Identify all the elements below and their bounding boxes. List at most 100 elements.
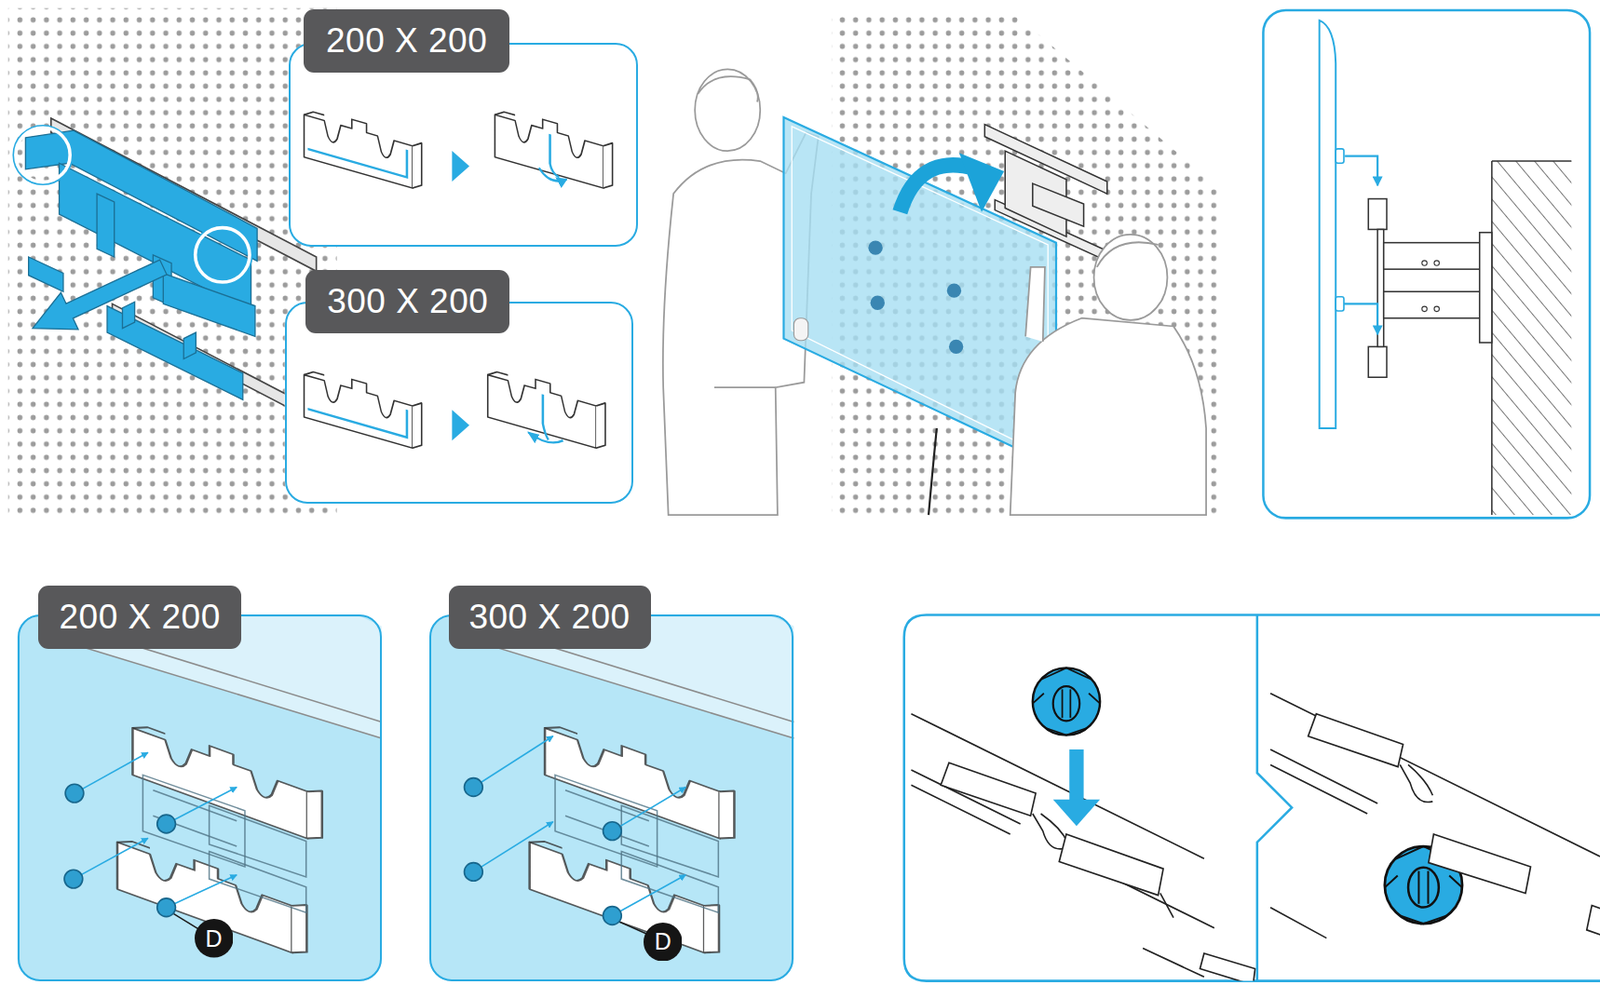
dotted-wall	[8, 8, 1221, 519]
nut-part	[65, 784, 84, 803]
callout-leader	[619, 922, 648, 935]
detail-panel	[1428, 834, 1532, 895]
side-view-panel	[1383, 243, 1482, 270]
bracket-outline	[117, 718, 734, 959]
mount-bracket	[122, 301, 135, 328]
side-view-panel	[1422, 260, 1427, 266]
highlight-circle	[194, 227, 250, 283]
detail-panel	[1586, 906, 1600, 950]
callout-circle: D	[643, 922, 683, 963]
side-view-panel	[1262, 10, 1590, 518]
detail-panel	[1408, 764, 1433, 796]
tv-panel	[867, 240, 882, 255]
installer-figure	[697, 76, 758, 102]
detail-panel	[1160, 893, 1174, 918]
motion-arrow	[899, 164, 975, 212]
hook-detail	[304, 366, 422, 451]
detail-panel	[1270, 693, 1600, 939]
detail-panel	[1032, 667, 1100, 735]
detail-panel	[904, 614, 1600, 985]
hook-detail	[494, 105, 612, 190]
highlight-circle	[13, 125, 252, 285]
size-heading: 300 X 200	[448, 585, 651, 650]
side-view-panel	[1434, 306, 1439, 312]
nut-part	[464, 863, 484, 882]
detail-panel	[1032, 667, 1100, 735]
hook-detail	[451, 150, 470, 182]
cable	[928, 428, 937, 516]
leader-line	[73, 838, 149, 880]
leader-line	[166, 787, 238, 825]
detail-panel	[1053, 800, 1100, 827]
callout-leader	[173, 913, 200, 931]
side-view-panel	[1368, 346, 1387, 378]
leader-line	[611, 787, 686, 832]
leader-line	[166, 875, 238, 909]
nut-part	[157, 814, 177, 834]
tv-panel	[791, 126, 1048, 458]
nut-part	[157, 898, 177, 918]
nut-part	[603, 907, 623, 926]
hook-detail	[307, 121, 407, 177]
bracket-outline	[529, 718, 735, 959]
installer-figure	[1097, 242, 1159, 268]
panel-background	[284, 42, 638, 504]
mount-bracket	[59, 162, 252, 312]
hook-detail	[307, 381, 407, 438]
step-panel: 300 X 200D	[429, 614, 794, 981]
mount-bracket	[25, 130, 258, 400]
hook-detail	[550, 134, 560, 177]
panel-background	[288, 42, 638, 247]
leader-line	[611, 875, 686, 917]
callout-circle-shape	[194, 919, 234, 959]
side-view-panel	[1422, 260, 1440, 312]
side-view-panel	[1335, 297, 1344, 312]
step-panel: 200 X 200D	[17, 614, 382, 981]
detail-panel	[1308, 714, 1404, 768]
side-view-panel	[1368, 199, 1492, 379]
detail-panel	[910, 693, 1600, 982]
installer-figure	[1025, 267, 1045, 342]
side-view-panel	[1262, 10, 1590, 518]
tv-panel	[793, 318, 808, 341]
hook-detail	[539, 167, 568, 184]
size-heading: 200 X 200	[303, 9, 510, 73]
hook-detail	[451, 409, 470, 441]
installer-figure	[1094, 234, 1168, 321]
highlight-circle	[13, 125, 73, 186]
hook-detail	[304, 366, 422, 451]
detail-panel	[1069, 749, 1084, 803]
side-view-panel	[1368, 199, 1387, 231]
installer-figure	[1010, 318, 1207, 516]
side-view-panel	[1344, 156, 1378, 187]
hook-detail	[488, 366, 606, 451]
mount-bracket	[162, 273, 256, 338]
mount-bracket	[28, 257, 64, 292]
mount-bracket	[183, 332, 196, 359]
side-view-panel	[1383, 291, 1482, 318]
detail-panel	[1257, 614, 1292, 981]
mount-bracket	[96, 193, 115, 258]
callout-letter: D	[194, 919, 234, 959]
callout-circle-shape	[643, 922, 683, 963]
highlight-circle	[14, 127, 70, 183]
hook-detail	[304, 105, 422, 190]
leader-line	[473, 736, 553, 788]
callout-leader	[173, 913, 647, 935]
detail-panel	[1058, 834, 1164, 896]
side-view-panel	[1491, 160, 1572, 163]
side-view-panel	[1491, 161, 1572, 516]
nut-part	[464, 778, 484, 798]
size-heading: 200 X 200	[38, 585, 242, 650]
step-panel: 200 X 200	[288, 42, 638, 247]
nut-part	[603, 822, 623, 841]
hook-detail	[542, 394, 549, 441]
hook-detail	[528, 430, 563, 447]
installer-figure	[694, 68, 760, 151]
motion-arrow	[959, 152, 1004, 213]
hook-detail	[304, 105, 613, 459]
detail-panel	[1041, 813, 1068, 843]
detail-panel	[940, 762, 1036, 816]
